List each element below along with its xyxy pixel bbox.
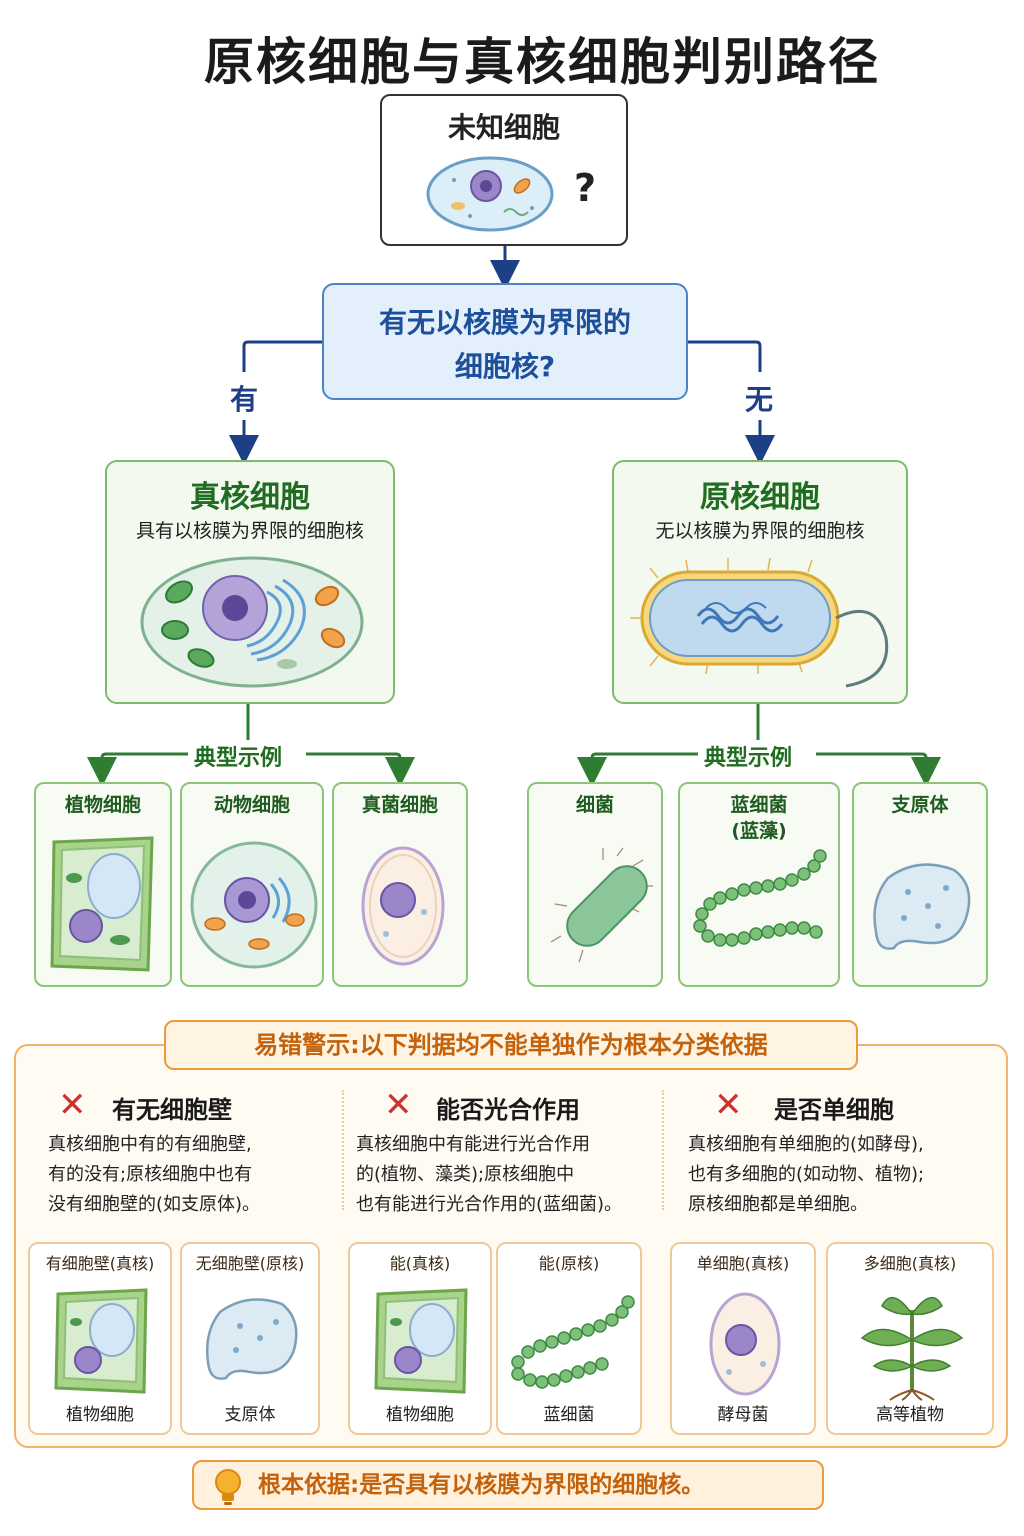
question-line-2: 细胞核? [454,350,556,383]
misconception-heading: 能否光合作用 [436,1096,580,1124]
cyanobacteria-icon [693,849,827,947]
lightbulb-icon [215,1469,241,1505]
misconception-text: 真核细胞中有能进行光合作用 的(植物、藻类);原核细胞中 也有能进行光合作用的(… [356,1130,622,1220]
text-line: 原核细胞都是单细胞。 [688,1194,868,1215]
yeast-cell-icon [709,1292,781,1396]
key-criterion-banner: 根本依据:是否具有以核膜为界限的细胞核。 [192,1460,824,1510]
mini-card: 有细胞壁(真核) 植物细胞 [28,1242,172,1435]
eukaryote-title: 真核细胞 [190,480,310,515]
unknown-cell-box: 未知细胞 ? [380,94,628,246]
mycoplasma-icon [206,1298,298,1380]
plant-cell-icon [54,1288,148,1394]
prokaryote-desc: 无以核膜为界限的细胞核 [655,520,865,542]
text-line: 真核细胞中有能进行光合作用 [356,1134,590,1155]
example-label: 支原体 [891,794,949,816]
page-title: 原核细胞与真核细胞判别路径 [204,33,880,91]
unknown-cell-label: 未知细胞 [447,111,560,144]
example-fungal-cell: 真菌细胞 [332,782,468,987]
branch-no-label: 无 [745,383,774,416]
question-text: 有无以核膜为界限的 细胞核? [324,301,686,389]
example-mycoplasma: 支原体 [852,782,988,987]
example-bacterium: 细菌 [527,782,663,987]
mini-card-caption: 植物细胞 [66,1405,134,1425]
animal-cell-icon [190,841,318,969]
fungal-cell-icon [361,846,445,966]
example-label-line-1: 蓝细菌 [730,794,788,816]
text-line: 也有能进行光合作用的(蓝细菌)。 [356,1194,623,1215]
example-label: 真菌细胞 [361,794,438,816]
mini-card-caption: 酵母菌 [717,1405,769,1425]
example-label: 动物细胞 [213,794,290,816]
mini-card: 能(原核) 蓝细菌 [496,1242,642,1435]
misconception-text: 真核细胞中有的有细胞壁, 有的没有;原核细胞中也有 没有细胞壁的(如支原体)。 [48,1130,260,1220]
plant-cell-icon [374,1288,468,1394]
example-label: 细菌 [575,794,614,816]
question-mark: ? [574,166,597,210]
mini-card-tag: 单细胞(真核) [696,1254,790,1273]
bacterium-icon [550,847,653,963]
eukaryotic-cell-icon [140,556,364,688]
mycoplasma-icon [873,863,971,950]
unknown-cell-icon [426,156,554,232]
example-label: 蓝细菌 (蓝藻) [680,792,838,844]
plant-cell-icon [50,836,154,972]
text-line: 有的没有;原核细胞中也有 [48,1164,253,1185]
prokaryotic-cell-icon [630,557,889,688]
nucleus-question-box: 有无以核膜为界限的 细胞核? [322,283,688,400]
plant-icon [860,1297,964,1401]
example-label-line-2: (蓝藻) [731,820,787,842]
example-plant-cell: 植物细胞 [34,782,172,987]
mini-card-caption: 高等植物 [876,1405,944,1425]
mini-card-tag: 能(真核) [389,1254,451,1273]
mini-card-tag: 多细胞(真核) [863,1254,957,1273]
mini-card: 无细胞壁(原核) 支原体 [180,1242,320,1435]
mini-card-caption: 植物细胞 [386,1405,454,1425]
text-line: 的(植物、藻类);原核细胞中 [356,1164,575,1185]
mini-card-caption: 支原体 [224,1405,276,1425]
prokaryote-title: 原核细胞 [700,480,820,515]
eukaryote-examples-title: 典型示例 [188,740,289,772]
text-line: 没有细胞壁的(如支原体)。 [48,1194,261,1215]
prokaryote-examples-title: 典型示例 [698,740,799,772]
eukaryote-box: 真核细胞 具有以核膜为界限的细胞核 [105,460,395,704]
misconception-heading: 是否单细胞 [774,1096,894,1124]
warning-title: 易错警示:以下判据均不能单独作为根本分类依据 [164,1020,858,1070]
mini-card: 单细胞(真核) 酵母菌 [670,1242,816,1435]
example-label: 植物细胞 [64,794,141,816]
misconception-text: 真核细胞有单细胞的(如酵母), 也有多细胞的(如动物、植物); 原核细胞都是单细… [688,1130,924,1220]
mini-card-tag: 有细胞壁(真核) [45,1254,155,1273]
arrow-yes [242,340,322,372]
mini-card: 多细胞(真核) 高等植物 [826,1242,994,1435]
text-line: 也有多细胞的(如动物、植物); [688,1164,925,1185]
cyanobacteria-icon [511,1295,635,1389]
key-criterion-text: 根本依据:是否具有以核膜为界限的细胞核。 [258,1472,705,1498]
question-line-1: 有无以核膜为界限的 [378,306,631,339]
cross-icon: ✕ [714,1085,743,1125]
mini-card-tag: 无细胞壁(原核) [195,1254,305,1273]
mini-card-caption: 蓝细菌 [543,1405,595,1425]
eukaryote-desc: 具有以核膜为界限的细胞核 [135,520,364,542]
text-line: 真核细胞有单细胞的(如酵母), [688,1134,924,1155]
mini-card-tag: 能(原核) [538,1254,600,1273]
column-divider [342,1090,344,1210]
misconception-heading: 有无细胞壁 [112,1096,232,1124]
cross-icon: ✕ [384,1085,413,1125]
cross-icon: ✕ [58,1085,87,1125]
column-divider [662,1090,664,1210]
prokaryote-box: 原核细胞 无以核膜为界限的细胞核 [612,460,908,704]
branch-yes-label: 有 [230,383,259,416]
mini-card: 能(真核) 植物细胞 [348,1242,492,1435]
arrow-no [688,340,762,372]
example-animal-cell: 动物细胞 [180,782,324,987]
text-line: 真核细胞中有的有细胞壁, [48,1134,252,1155]
example-cyanobacteria: 蓝细菌 (蓝藻) [678,782,840,987]
